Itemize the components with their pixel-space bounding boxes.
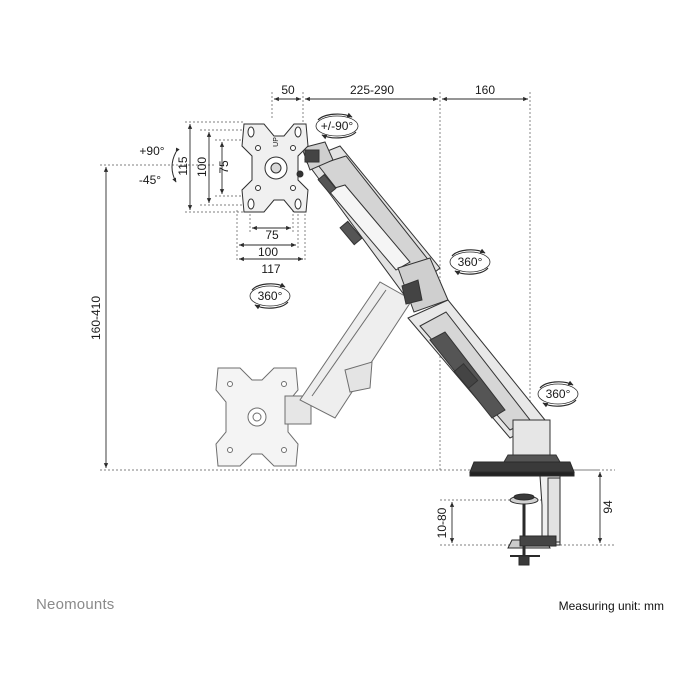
dim-tilt-plus: +90° bbox=[139, 144, 164, 158]
vesa-up-marker: UP bbox=[273, 137, 280, 147]
dimension-lines bbox=[103, 96, 603, 543]
rotation-label-plate: 360° bbox=[258, 289, 283, 303]
rotation-badge-top: +/-90° bbox=[315, 112, 359, 140]
rotation-label-elbow: 360° bbox=[458, 255, 483, 269]
dim-tilt-minus: -45° bbox=[139, 173, 161, 187]
brand-logo-text: Neomounts bbox=[36, 596, 115, 613]
vesa-plate bbox=[241, 123, 309, 213]
lower-arm-position bbox=[215, 281, 413, 467]
dim-height-160-410: 160-410 bbox=[89, 296, 103, 340]
dim-arm-225-290: 225-290 bbox=[350, 83, 394, 97]
dim-vesa-75-vertical: 75 bbox=[217, 160, 231, 174]
tilt-arc-icon bbox=[171, 147, 180, 183]
dim-clamp-10-80: 10-80 bbox=[435, 507, 449, 538]
rotation-badge-pole: 360° bbox=[537, 380, 579, 408]
rotation-badge-elbow: 360° bbox=[449, 248, 491, 276]
dim-plate-117: 117 bbox=[261, 262, 280, 276]
dim-base-94: 94 bbox=[601, 500, 615, 514]
rotation-badge-plate: 360° bbox=[249, 282, 291, 310]
measuring-unit-note: Measuring unit: mm bbox=[558, 599, 664, 613]
rotation-label-pole: 360° bbox=[546, 387, 571, 401]
upper-arm bbox=[301, 141, 561, 463]
rotation-label-top: +/-90° bbox=[321, 119, 354, 133]
dim-vesa-75-horizontal: 75 bbox=[265, 228, 279, 242]
dim-vesa-100-horizontal: 100 bbox=[258, 245, 278, 259]
desk-clamp bbox=[469, 461, 575, 566]
dim-vesa-100-vertical: 100 bbox=[195, 157, 209, 177]
dim-arm-160: 160 bbox=[475, 83, 495, 97]
dim-vesa-115: 115 bbox=[176, 156, 190, 175]
dim-offset-50: 50 bbox=[281, 83, 295, 97]
